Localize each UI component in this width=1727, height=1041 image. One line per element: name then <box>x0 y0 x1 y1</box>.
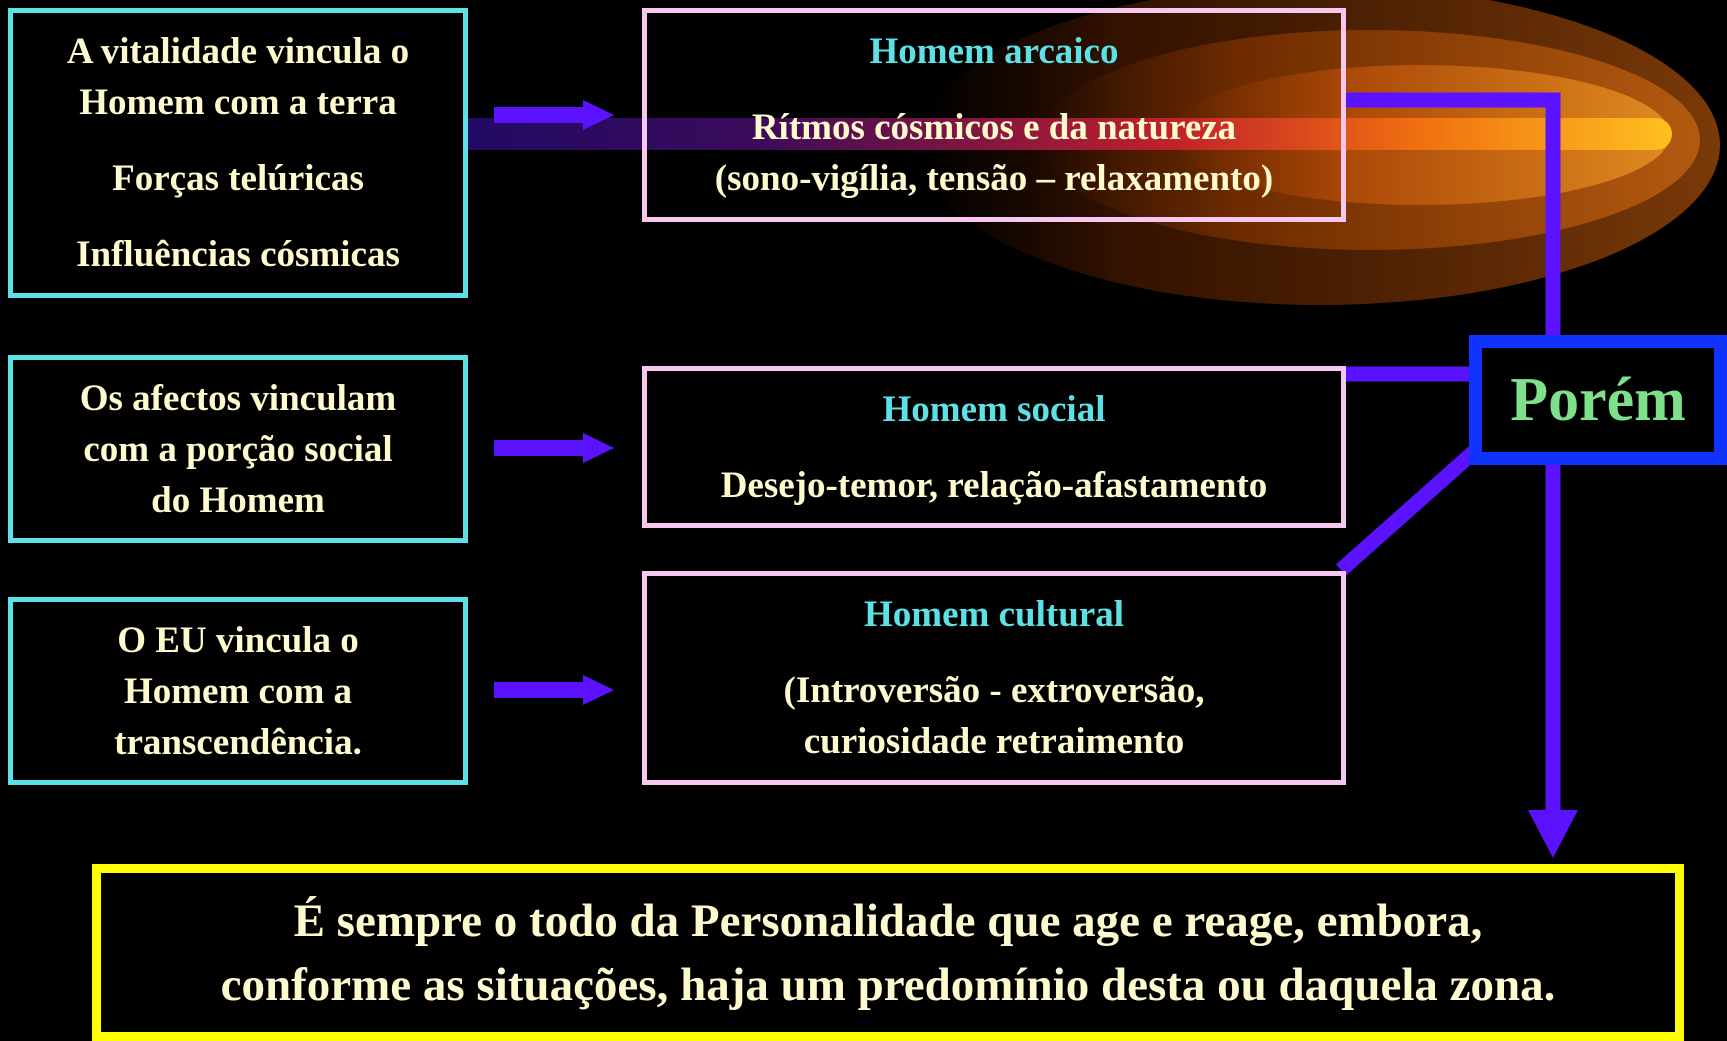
social-line-1: Desejo-temor, relação-afastamento <box>720 464 1268 506</box>
box-homem-cultural: Homem cultural (Introversão - extroversã… <box>642 571 1346 785</box>
conclusion-box: É sempre o todo da Personalidade que age… <box>92 864 1684 1041</box>
vitalidade-line-1: A vitalidade vincula o <box>66 31 410 72</box>
eu-line-3: transcendência. <box>114 721 362 763</box>
eu-line-1: O EU vincula o <box>117 619 359 661</box>
conclusion-line-2: conforme as situações, haja um predomíni… <box>220 958 1556 1011</box>
eu-line-2: Homem com a <box>123 670 353 712</box>
box-homem-arcaico: Homem arcaico Rítmos cósmicos e da natur… <box>642 8 1346 222</box>
vitalidade-influencias: Influências cósmicas <box>76 234 400 275</box>
porem-box: Porém <box>1469 335 1727 465</box>
vitalidade-line-2: Homem com a terra <box>79 82 397 123</box>
homem-social-title: Homem social <box>882 388 1106 430</box>
homem-arcaico-title: Homem arcaico <box>869 31 1119 72</box>
box-afectos: Os afectos vinculam com a porção social … <box>8 355 468 543</box>
porem-label: Porém <box>1510 365 1686 434</box>
conclusion-line-1: É sempre o todo da Personalidade que age… <box>293 894 1483 947</box>
cultural-line-2: curiosidade retraimento <box>803 721 1185 762</box>
afectos-line-1: Os afectos vinculam <box>79 377 397 419</box>
arcaico-line-2: (sono-vigília, tensão – relaxamento) <box>714 158 1274 199</box>
homem-cultural-title: Homem cultural <box>864 594 1124 635</box>
afectos-line-3: do Homem <box>151 479 325 521</box>
arcaico-line-1: Rítmos cósmicos e da natureza <box>751 107 1237 148</box>
box-eu: O EU vincula o Homem com a transcendênci… <box>8 597 468 785</box>
vitalidade-forcas: Forças telúricas <box>112 158 364 199</box>
box-homem-social: Homem social Desejo-temor, relação-afast… <box>642 366 1346 528</box>
cultural-line-1: (Introversão - extroversão, <box>783 670 1205 711</box>
afectos-line-2: com a porção social <box>83 428 393 470</box>
box-vitalidade: A vitalidade vincula o Homem com a terra… <box>8 8 468 298</box>
